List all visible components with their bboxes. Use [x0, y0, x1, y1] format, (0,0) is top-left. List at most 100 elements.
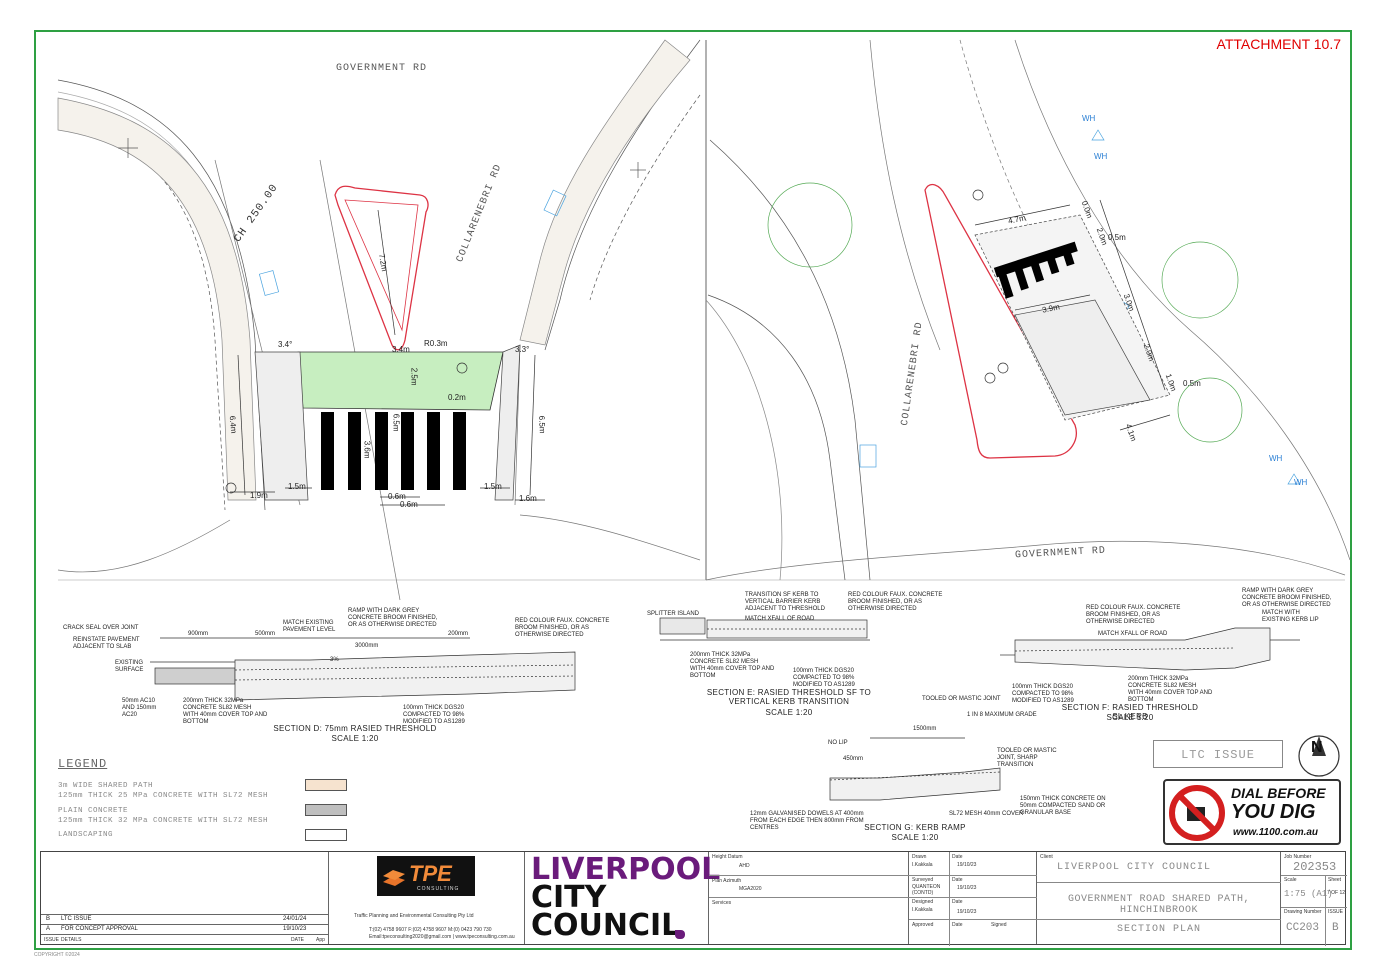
project-line1: GOVERNMENT ROAD SHARED PATH, — [1067, 894, 1251, 905]
dim-r0-3m: R0.3m — [424, 339, 448, 348]
sec-f-scale: SCALE 1:20 — [1106, 713, 1154, 722]
sec-f-note-concrete: 200mm THICK 32MPa CONCRETE SL82 MESH WIT… — [1128, 676, 1213, 703]
sec-d-dim-3000: 3000mm — [355, 643, 379, 649]
sec-f-note-dgs: 100mm THICK DGS20 COMPACTED TO 98% MODIF… — [1012, 684, 1074, 704]
rev-b-details: LTC ISSUE — [61, 916, 92, 922]
dim-6-4m: 6.4m — [227, 415, 239, 434]
rev-a-details: FOR CONCEPT APPROVAL — [61, 926, 138, 932]
height-datum: AHD — [739, 863, 750, 869]
approved-label: Approved — [912, 922, 934, 928]
drawn: I.Kakkala — [912, 862, 933, 868]
dim-0-6m-b: 0.6m — [400, 500, 418, 509]
project-line2: HINCHINBROOK — [1119, 905, 1198, 916]
drawn-label: Drawn — [912, 854, 927, 860]
lcc-cell: LIVERPOOL CITY COUNCIL — [525, 852, 720, 944]
tpe-logo: TPE CONSULTING — [377, 856, 475, 896]
dim-1-5m-left: 1.5m — [288, 482, 306, 491]
lcc-line2: CITY — [531, 880, 607, 915]
height-datum-label: Height Datum — [712, 854, 743, 860]
approved-date-label: Date — [952, 922, 963, 928]
tpe-cell: TPE CONSULTING Traffic Planning and Envi… — [329, 852, 525, 944]
dim-0-5m-bottom: 0.5m — [1183, 379, 1201, 388]
no-dig-icon — [1169, 785, 1225, 841]
copyright: COPYRIGHT ©2024 — [34, 952, 80, 958]
sec-g-note-nolip: NO LIP — [828, 740, 848, 746]
sec-d-note-reinstate: REINSTATE PAVEMENT ADJACENT TO SLAB — [73, 637, 140, 650]
legend-item-landscaping: LANDSCAPING — [58, 830, 113, 840]
rev-header-app: App — [316, 937, 325, 943]
lcc-line3: COUNCIL — [531, 908, 681, 943]
sec-d-dim-500: 500mm — [255, 631, 276, 637]
dial-line2: YOU DIG — [1231, 801, 1316, 823]
dim-6-5m-right: 6.5m — [537, 415, 547, 434]
signed-label: Signed — [991, 922, 1007, 928]
sec-e-note-match: MATCH XFALL OF ROAD — [745, 616, 815, 622]
job-number: 202353 — [1293, 860, 1337, 874]
dial-line1: DIAL BEFORE — [1231, 785, 1326, 801]
drawing-title: SECTION PLAN — [1116, 924, 1201, 935]
plan-azimuth: MGA2020 — [739, 886, 762, 892]
legend-item-label: LANDSCAPING — [58, 831, 114, 839]
dim-3-6m: 3.6m — [362, 440, 372, 459]
drawn-cell: Drawn I.Kakkala Date 19/10/23 Surveyed Q… — [909, 852, 1037, 946]
right-plan — [705, 39, 1351, 581]
legend-swatch-shared-path — [305, 779, 347, 791]
tpe-logo-text: TPE — [409, 861, 452, 886]
attachment-label: ATTACHMENT 10.7 — [1216, 36, 1341, 52]
plan-azimuth-label: Plan Azimuth — [712, 878, 742, 884]
zebra-crossing-left — [321, 412, 466, 490]
surveyed: QUANTEON (CONTD) — [912, 884, 941, 896]
sec-d-dim-200: 200mm — [448, 631, 469, 637]
sec-g-note-thick: 150mm THICK CONCRETE ON 50mm COMPACTED S… — [1020, 796, 1106, 816]
surveyed-label: Surveyed — [912, 877, 934, 883]
rev-header-details: DETAILS — [61, 937, 82, 943]
designed: I.Kakkala — [912, 907, 933, 913]
sec-d-title: SECTION D: 75mm RASIED THRESHOLD — [273, 724, 437, 733]
sec-e-scale: SCALE 1:20 — [765, 708, 813, 717]
datum-cell: Height Datum AHD Plan Azimuth MGA2020 Se… — [709, 852, 909, 944]
rev-header-issue: ISSUE — [44, 937, 60, 943]
sec-g-note-sharp: TOOLED OR MASTIC JOINT, SHARP TRANSITION — [997, 748, 1057, 768]
sec-e-note-transition: TRANSITION SF KERB TO VERTICAL BARRIER K… — [745, 592, 825, 612]
lcc-mark-icon — [675, 930, 685, 939]
dim-1-5m-right: 1.5m — [484, 482, 502, 491]
dim-1-9m: 1.9m — [250, 491, 268, 500]
tpe-email: Email:tpeconsulting2020@gmail.com | www.… — [369, 934, 515, 940]
rev-a-issue: A — [46, 926, 51, 932]
rev-b-date: 24/01/24 — [283, 916, 307, 922]
client-label: Client — [1040, 854, 1053, 860]
north-arrow-icon — [1298, 735, 1340, 777]
issue-label: ISSUE — [1328, 909, 1344, 915]
sec-d-note-match: MATCH EXISTING PAVEMENT LEVEL — [283, 620, 336, 633]
sec-e-note-concrete: 200mm THICK 32MPa CONCRETE SL82 MESH WIT… — [690, 652, 775, 679]
sec-d-note-ac: 50mm AC10 AND 150mm AC20 — [122, 698, 157, 718]
sheet-value: 7 OF 12 — [1327, 890, 1346, 896]
job-cell: Job Number 202353 Scale 1:75 (A1) Sheet … — [1281, 852, 1347, 946]
sec-f-title: SECTION F: RASIED THRESHOLD SL KERB — [1061, 703, 1199, 721]
legend-title: LEGEND — [58, 757, 108, 771]
sheet-label: Sheet — [1328, 877, 1342, 883]
rev-header-date: DATE — [291, 937, 304, 943]
section-d-drawing — [150, 637, 576, 701]
wh-label-2: WH — [1094, 152, 1108, 161]
sec-g-scale: SCALE 1:20 — [891, 833, 939, 842]
dim-0-5m-top: 0.5m — [1108, 233, 1126, 242]
revisions-cell: B LTC ISSUE 24/01/24 A FOR CONCEPT APPRO… — [41, 852, 329, 944]
legend-item-desc: 125mm THICK 25 MPa CONCRETE WITH SL72 ME… — [58, 792, 269, 801]
sec-e-title: SECTION E: RASIED THRESHOLD SF TO VERTIC… — [706, 688, 872, 706]
designed-date-label: Date — [952, 899, 963, 905]
section-e-drawing — [659, 617, 870, 641]
sec-g-note-dowels: 12mm GALVANISED DOWELS AT 400mm FROM EAC… — [750, 811, 864, 831]
drawn-date-label: Date — [952, 854, 963, 860]
scale-label: Scale — [1284, 877, 1297, 883]
section-g-drawing — [829, 737, 1001, 801]
legend-swatch-plain-concrete — [305, 804, 347, 816]
scale-value: 1:75 (A1) — [1284, 889, 1333, 899]
rev-a-date: 19/10/23 — [283, 926, 307, 932]
designed-date: 19/10/23 — [957, 909, 977, 915]
tpe-logo-sub: CONSULTING — [417, 886, 460, 892]
north-label: N — [1311, 739, 1323, 756]
dim-1-6m: 1.6m — [519, 494, 537, 503]
sec-e-note-dgs: 100mm THICK DGS20 COMPACTED TO 98% MODIF… — [793, 668, 855, 688]
section-f-drawing — [1000, 627, 1300, 671]
